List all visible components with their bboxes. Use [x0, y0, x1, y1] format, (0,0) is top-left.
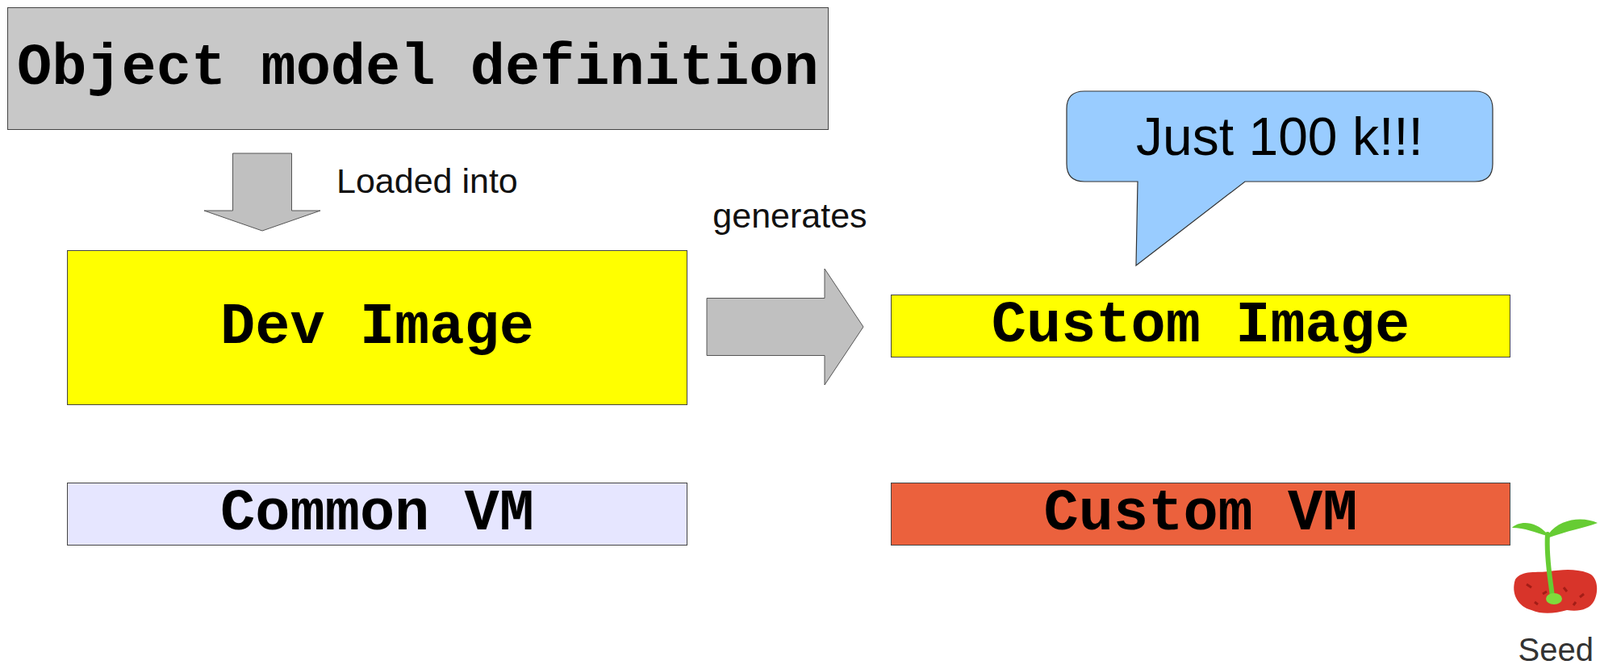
speech-bubble: Just 100 k!!! [1066, 91, 1493, 182]
node-text: Just 100 k!!! [1136, 107, 1424, 167]
leaf [1512, 522, 1548, 536]
vm-box: Common VM [66, 482, 688, 546]
definition-box: Object model definition [7, 7, 829, 130]
logo-label: Seed [1518, 631, 1594, 668]
seed-logo [1510, 516, 1600, 638]
image-box: Dev Image [66, 250, 688, 406]
node-text: Dev Image [220, 298, 535, 357]
node-text: Object model definition [16, 39, 819, 98]
node-text: Custom VM [1044, 484, 1358, 544]
vm-box: Custom VM [890, 482, 1511, 546]
seed [1545, 593, 1563, 605]
image-box: Custom Image [890, 294, 1511, 358]
node-text: Common VM [220, 484, 535, 544]
node-text: Custom Image [991, 296, 1410, 356]
block-arrow [706, 268, 864, 385]
soil-texture [1526, 584, 1584, 606]
soil [1513, 569, 1597, 614]
leaf [1548, 519, 1598, 538]
edge-label: Loaded into [336, 162, 519, 201]
stem [1547, 534, 1553, 598]
edge-label: generates [712, 196, 867, 235]
bubble-shape [1066, 91, 1493, 266]
block-arrow [204, 153, 321, 231]
